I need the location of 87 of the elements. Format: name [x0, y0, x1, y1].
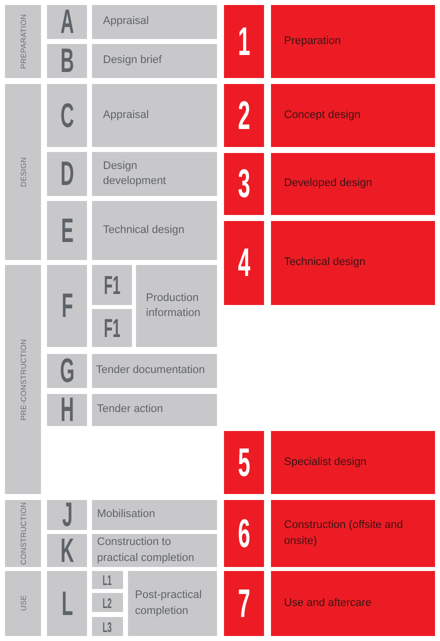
work-stage-name: Preparation: [284, 34, 341, 49]
phase-band: [5, 84, 41, 260]
sub-stage-letter: F1: [104, 272, 120, 298]
stage-number: 2: [238, 96, 250, 136]
stage-name: Tender action: [97, 402, 164, 418]
sub-stage-letter: L2: [103, 596, 112, 610]
stage-name: Appraisal: [103, 108, 149, 123]
stage-name: Post-practical completion: [135, 588, 203, 618]
work-stage-name: Use and aftercare: [284, 596, 372, 611]
stage-name: Technical design: [103, 222, 184, 238]
stage-box: [92, 44, 217, 78]
stage-box: [92, 534, 217, 567]
stage-name: Production information: [146, 290, 202, 321]
stage-number-box: [224, 5, 264, 78]
stage-name: Tender documentation: [96, 363, 205, 378]
stage-box: [92, 152, 217, 196]
work-stage-box: [271, 431, 435, 494]
sub-stage-letter: L1: [103, 573, 112, 587]
work-stage-box: [271, 571, 435, 636]
sub-stage-box: [92, 593, 123, 612]
stage-letter-box: [47, 84, 87, 147]
work-stage-name: Developed design: [284, 176, 372, 192]
stage-number: 4: [238, 243, 250, 283]
stage-letter: J: [62, 498, 72, 532]
stage-letter: A: [60, 5, 74, 39]
phase-band: [5, 571, 41, 636]
stage-letter: C: [60, 98, 74, 132]
stage-number: 1: [238, 22, 250, 62]
stage-number: 7: [238, 584, 250, 624]
stage-letter-box: [47, 265, 87, 347]
stage-name: Appraisal: [103, 14, 149, 30]
stage-name: Construction to practical completion: [97, 535, 196, 566]
sub-stage-letter: F1: [104, 315, 120, 341]
stage-number-box: [224, 153, 264, 215]
stage-box: [128, 571, 217, 636]
work-stage-name: Construction (offsite and onsite): [284, 518, 404, 548]
stage-number: 3: [238, 164, 250, 204]
work-stage-box: [271, 153, 435, 215]
stage-letter: H: [60, 393, 74, 427]
phase-band: [5, 5, 41, 78]
stage-letter: L: [61, 586, 73, 620]
phase-band: [5, 265, 41, 494]
stage-number-box: [224, 221, 264, 305]
stage-letter-box: [47, 571, 87, 636]
stage-number-box: [224, 500, 264, 567]
stage-box: [92, 84, 217, 147]
sub-stage-box: [92, 617, 123, 636]
stage-letter: G: [60, 354, 74, 388]
work-stage-name: Technical design: [284, 255, 366, 270]
stage-letter-box: [47, 5, 87, 39]
sub-stage-box: [92, 265, 132, 305]
stage-box: [92, 500, 217, 530]
stage-letter-box: [47, 201, 87, 260]
stage-name: Mobilisation: [97, 507, 156, 522]
stage-name: Design development: [103, 158, 167, 189]
sub-stage-box: [92, 309, 132, 347]
stage-letter-box: [47, 534, 87, 567]
stage-letter: F: [61, 289, 73, 323]
stage-letter-box: [47, 394, 87, 426]
work-stage-box: [271, 84, 435, 147]
stage-letter-box: [47, 500, 87, 530]
stage-letter: B: [60, 44, 74, 78]
stage-number-box: [224, 84, 264, 147]
work-stage-name: Concept design: [284, 108, 360, 123]
stage-letter: D: [60, 157, 74, 191]
work-stage-name: Specialist design: [284, 454, 367, 470]
stage-box: [92, 201, 217, 260]
stage-letter-box: [47, 354, 87, 388]
stage-letter: K: [60, 534, 74, 568]
work-stage-box: [271, 221, 435, 305]
stage-box: [136, 265, 217, 347]
stage-letter-box: [47, 44, 87, 78]
sub-stage-box: [92, 571, 123, 589]
work-stage-box: [271, 500, 435, 567]
stage-name: Design brief: [103, 53, 162, 68]
phase-band: [5, 500, 41, 567]
stage-box: [92, 354, 217, 388]
stage-number: 6: [238, 514, 250, 554]
sub-stage-letter: L3: [103, 620, 112, 634]
stage-number-box: [224, 571, 264, 636]
stage-letter: E: [60, 214, 74, 248]
stage-number-box: [224, 431, 264, 494]
stage-letter-box: [47, 152, 87, 196]
stage-box: [92, 5, 217, 39]
stage-number: 5: [238, 442, 250, 482]
stage-box: [92, 394, 217, 426]
work-stage-box: [271, 5, 435, 78]
